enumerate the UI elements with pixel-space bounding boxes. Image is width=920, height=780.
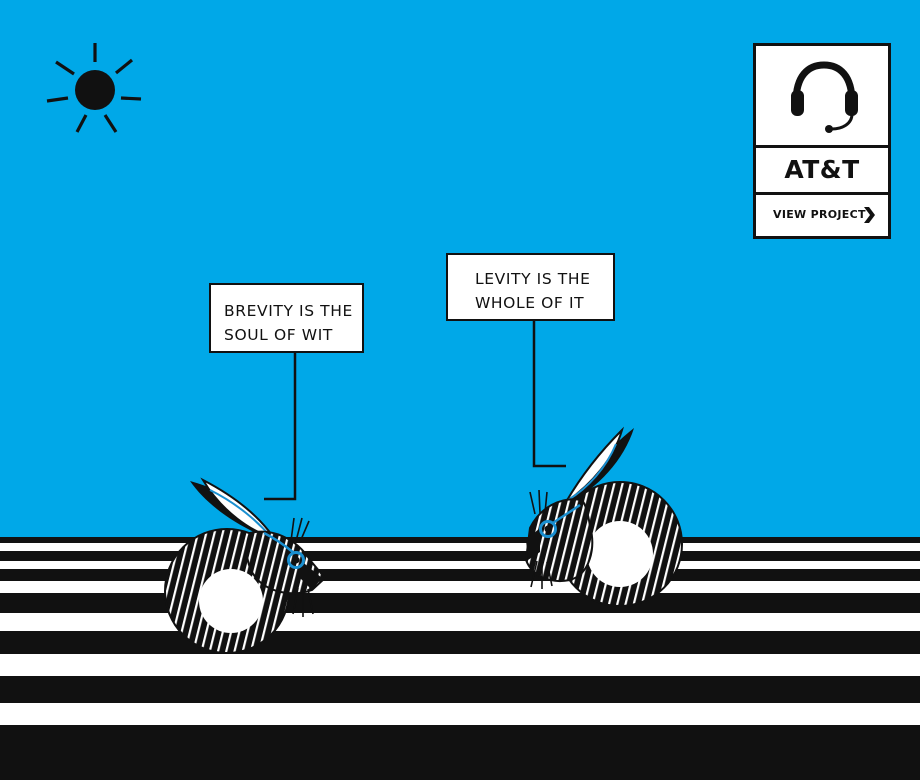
- card-icon-area: [756, 46, 888, 148]
- view-project-label: VIEW PROJECT: [773, 208, 866, 221]
- headset-icon: [791, 61, 858, 133]
- card-title: AT&T: [756, 148, 888, 195]
- chevron-right-icon: [864, 207, 875, 223]
- sun-icon: [46, 43, 142, 133]
- speech-right-line-1: LEVITY IS THE: [475, 270, 591, 288]
- project-card: AT&T VIEW PROJECT: [753, 43, 891, 239]
- speech-left-line-1: BREVITY IS THE: [224, 302, 353, 320]
- rabbit-right: [524, 426, 683, 607]
- striped-ground: [0, 537, 920, 780]
- speech-tail-left: [264, 352, 297, 501]
- speech-tail-right: [532, 320, 566, 468]
- speech-bubble-left: BREVITY IS THE SOUL OF WIT: [209, 283, 364, 353]
- rabbit-left: [164, 477, 327, 654]
- speech-right-line-2: WHOLE OF IT: [475, 294, 585, 312]
- speech-left-line-2: SOUL OF WIT: [224, 326, 333, 344]
- view-project-link[interactable]: VIEW PROJECT: [756, 195, 888, 236]
- speech-bubble-right: LEVITY IS THE WHOLE OF IT: [446, 253, 615, 321]
